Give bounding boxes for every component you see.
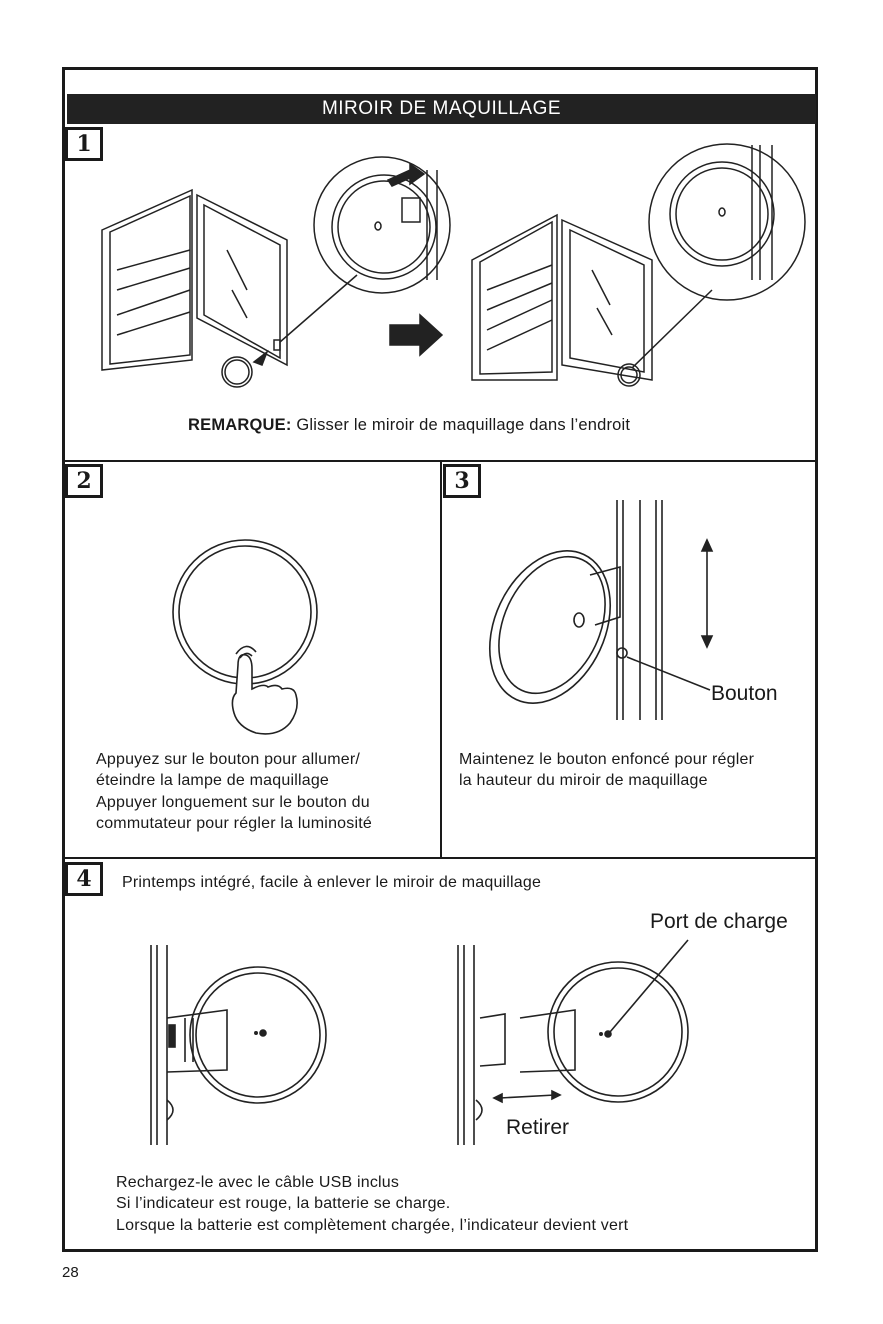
step-3-badge: 3 [443, 464, 481, 498]
step-1-badge: 1 [65, 127, 103, 161]
step-3-line-2: la hauteur du miroir de maquillage [459, 772, 708, 789]
step-2-badge: 2 [65, 464, 103, 498]
step-3-illustration [488, 500, 714, 720]
divider-step23-bottom [62, 857, 818, 859]
step-2-illustration [172, 539, 318, 735]
step-4-callout-port: Port de charge [650, 910, 788, 933]
step-1-note: REMARQUE: Glisser le miroir de maquillag… [188, 414, 630, 436]
step-4-illustration-right [457, 939, 689, 1145]
section-title: MIROIR DE MAQUILLAGE [67, 94, 816, 124]
step-4-callout-retirer: Retirer [506, 1116, 570, 1139]
step-4-heading: Printemps intégré, facile à enlever le m… [122, 874, 542, 891]
step-4-line-3: Lorsque la batterie est complètement cha… [116, 1217, 629, 1234]
step-4-line-1: Rechargez-le avec le câble USB inclus [116, 1174, 400, 1191]
step-3-line-1: Maintenez le bouton enfoncé pour régler [459, 751, 755, 768]
step-2-line-3: Appuyer longuement sur le bouton du [96, 794, 370, 811]
page-frame [62, 67, 818, 1252]
step-2-line-2: éteindre la lampe de maquillage [96, 772, 330, 789]
step-4-illustration-left [150, 945, 327, 1145]
step-1-note-text: Glisser le miroir de maquillage dans l’e… [291, 416, 631, 434]
page-number: 28 [62, 1264, 79, 1281]
step-2-line-4: commutateur pour régler la luminosité [96, 815, 372, 832]
step-4-line-2: Si l’indicateur est rouge, la batterie s… [116, 1195, 451, 1212]
step-1-note-label: REMARQUE: [188, 416, 292, 434]
step-1-illustration [101, 143, 806, 388]
divider-step2-step3 [440, 460, 442, 858]
step-4-badge: 4 [65, 862, 103, 896]
step-2-line-1: Appuyez sur le bouton pour allumer/ [96, 751, 361, 768]
step-3-callout-bouton: Bouton [711, 682, 778, 705]
